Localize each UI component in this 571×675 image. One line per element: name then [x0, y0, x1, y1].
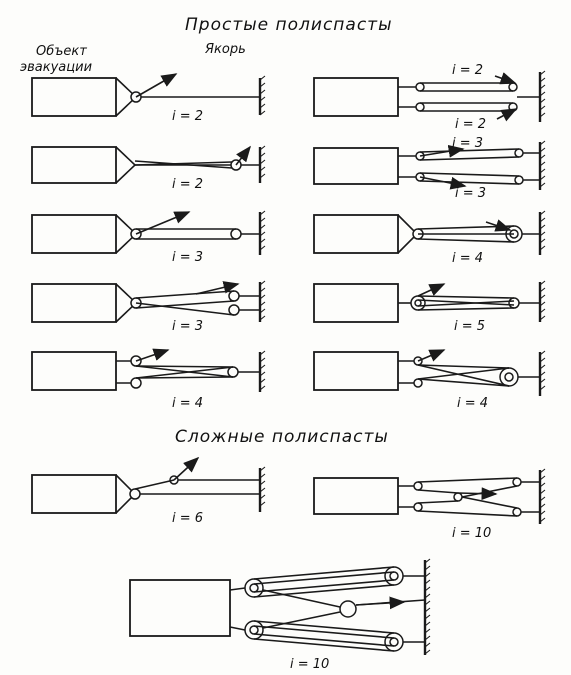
diagram-right-5: i = 4	[313, 349, 546, 411]
ratio-label: i = 2	[452, 63, 483, 78]
ratio-label: i = 3	[452, 136, 483, 151]
ratio-label: i = 10	[452, 526, 491, 541]
label-object-line2: эвакуации	[20, 60, 92, 75]
ratio-label: i = 3	[172, 319, 203, 334]
diagram-left-3: i = 3	[31, 210, 266, 265]
diagram-left-5: i = 4	[31, 348, 266, 411]
heading-simple: Простые полиспасты	[185, 15, 393, 35]
diagram-left-4: i = 3	[31, 280, 266, 334]
diagram-right-1: i = 2 i = 2	[313, 63, 546, 132]
ratio-label: i = 2	[172, 109, 203, 124]
ratio-label: i = 4	[452, 251, 483, 266]
ratio-label: i = 2	[455, 117, 486, 132]
diagram-complex-left: i = 6	[31, 456, 266, 526]
label-object-line1: Объект	[36, 44, 87, 59]
diagram-complex-right: i = 10	[313, 468, 546, 541]
ratio-label: i = 4	[457, 396, 488, 411]
diagram-right-4: i = 5	[313, 280, 546, 334]
ratio-label: i = 5	[454, 319, 485, 334]
ratio-label-i10: i = 10	[290, 657, 329, 672]
diagram-right-3: i = 4	[313, 210, 546, 266]
ratio-label: i = 3	[455, 186, 486, 201]
diagram-left-2: i = 2	[31, 145, 266, 192]
heading-complex: Сложные полиспасты	[175, 427, 389, 447]
diagram-complex-bottom: i = 10 i = 10	[129, 558, 431, 672]
ratio-label: i = 2	[172, 177, 203, 192]
label-anchor: Якорь	[204, 42, 246, 57]
ratio-label: i = 6	[172, 511, 203, 526]
diagram-left-1: i = 2	[31, 73, 266, 124]
diagram-right-2: i = 3 i = 3	[313, 136, 546, 201]
ratio-label: i = 3	[172, 250, 203, 265]
ratio-label: i = 4	[172, 396, 203, 411]
